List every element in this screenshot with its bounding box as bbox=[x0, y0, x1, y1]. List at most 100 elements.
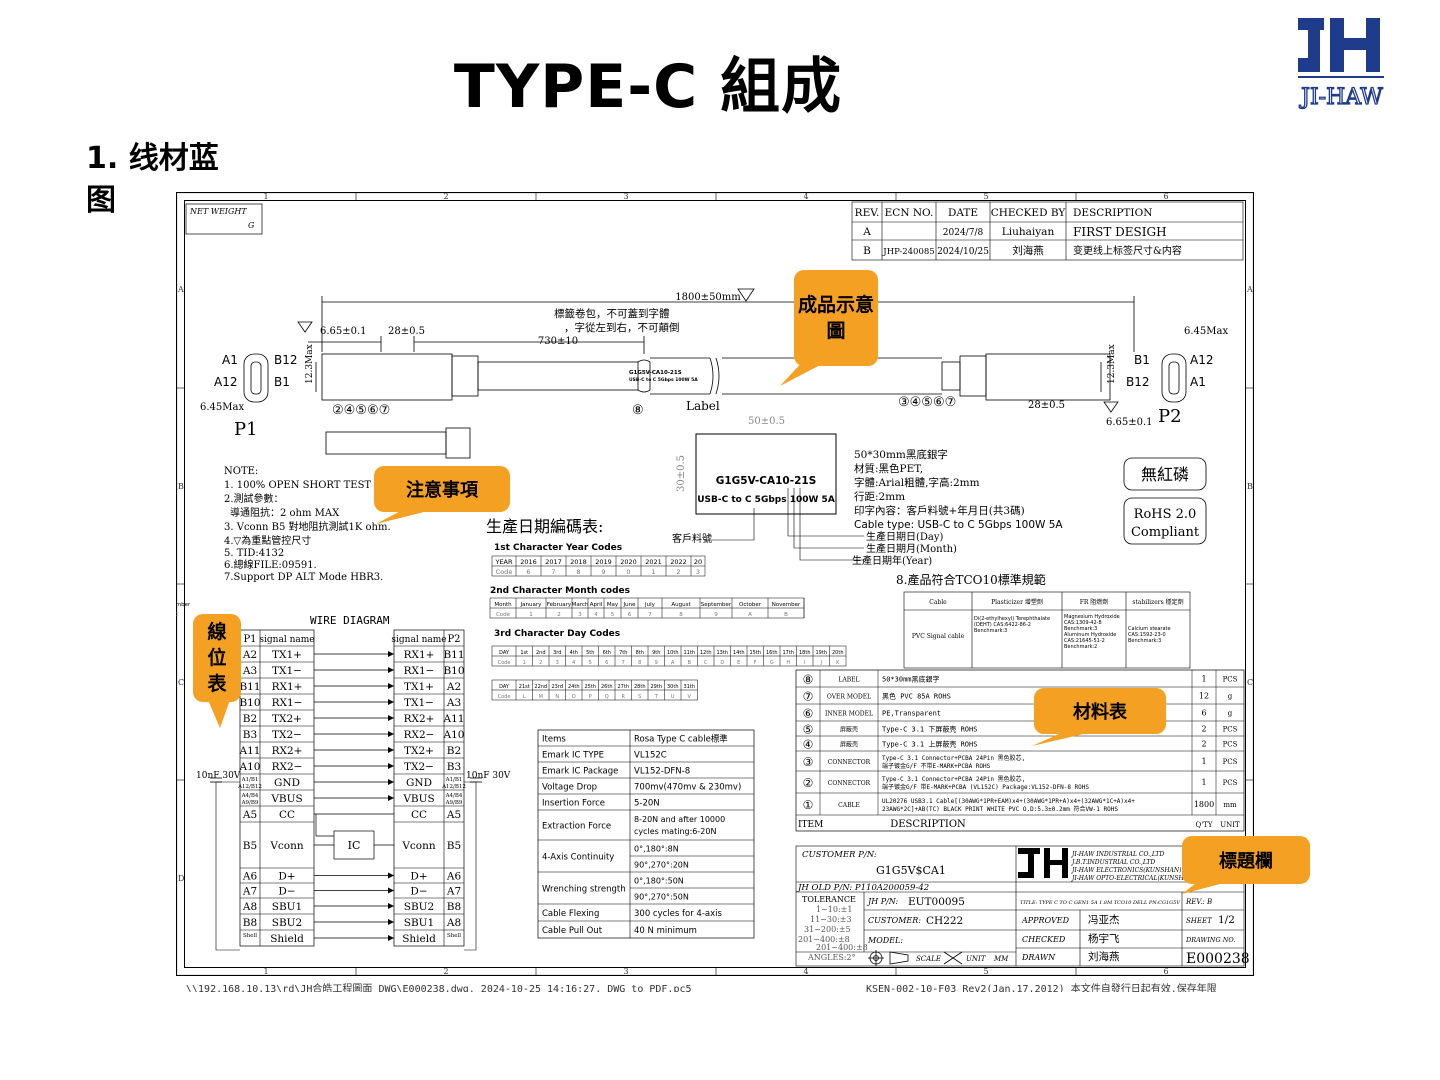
bom-desc: Type-C 3.1 Connector+PCBA 24Pin 黑色胶芯, bbox=[882, 775, 1025, 783]
tb-company: J.B.T.INDUSTRIAL CO.,LTD bbox=[1070, 859, 1155, 866]
code-cell: 9 bbox=[714, 612, 718, 618]
tb-approved: 冯亚杰 bbox=[1088, 914, 1120, 926]
code-cell: 5th bbox=[586, 650, 594, 656]
bom-unit: g bbox=[1228, 693, 1233, 701]
spec-value: 5-20N bbox=[634, 799, 660, 809]
tb-company-logo bbox=[1018, 848, 1068, 878]
code-cell: Code bbox=[498, 660, 511, 666]
date-code-year: 生產日期年(Year) bbox=[852, 554, 932, 567]
bom-qty: 6 bbox=[1201, 709, 1206, 718]
wire-signal: Vconn bbox=[401, 840, 436, 852]
wire-pin: A3 bbox=[446, 697, 461, 709]
tco-header: Plasticizer 增塑劑 bbox=[991, 598, 1043, 606]
stamp-no-red-phosphorus bbox=[1123, 457, 1207, 491]
bom-qty: 1 bbox=[1201, 757, 1206, 766]
spec-item: Items bbox=[542, 735, 566, 745]
tb-drawn-label: DRAWN bbox=[1021, 953, 1056, 962]
wire-signal: RX2+ bbox=[272, 745, 303, 757]
wire-signal: RX1− bbox=[404, 665, 435, 677]
wire-arrow bbox=[388, 872, 394, 879]
spec-item: Voltage Drop bbox=[542, 783, 597, 793]
capacitor-label: 10nF 30V bbox=[196, 771, 241, 781]
code-cell: YEAR bbox=[494, 558, 513, 566]
label-spec: 字體:Arial粗體,字高:2mm bbox=[854, 476, 980, 489]
wire-arrow bbox=[388, 935, 394, 941]
wire-arrow bbox=[388, 795, 394, 801]
p2-label: P2 bbox=[1158, 406, 1182, 427]
code-cell: B bbox=[688, 660, 692, 666]
wire-signal: RX1+ bbox=[404, 649, 435, 661]
bom-part: CABLE bbox=[838, 802, 860, 809]
note-line: 7.Support DP ALT Mode HBR3. bbox=[224, 572, 383, 583]
spec-value: VL152-DFN-8 bbox=[634, 767, 690, 777]
spec-item: 4-Axis Continuity bbox=[542, 853, 614, 863]
tb-tolerance: 201~400:±8 bbox=[816, 943, 868, 952]
bom-balloon: ⑧ bbox=[803, 673, 814, 687]
spec-item: Extraction Force bbox=[542, 822, 611, 832]
code-cell: 8th bbox=[636, 650, 644, 656]
code-cell: P bbox=[589, 694, 592, 700]
dim-height: 12.3Max bbox=[1107, 344, 1117, 384]
spec-item: Emark IC TYPE bbox=[542, 751, 604, 761]
code-cell: 0 bbox=[626, 568, 630, 576]
tb-rev: REV.: B bbox=[1185, 898, 1212, 906]
code-cell: 3 bbox=[556, 660, 559, 666]
bom-footer: ITEM bbox=[798, 820, 823, 830]
wire-signal: RX2+ bbox=[404, 713, 435, 725]
code-cell: 8 bbox=[576, 568, 580, 576]
wire-pin: A11 bbox=[443, 713, 465, 725]
ic-label: IC bbox=[348, 839, 361, 852]
cable-drawing bbox=[243, 296, 1187, 459]
code-cell: 11th bbox=[684, 650, 696, 656]
wire-arrow bbox=[388, 731, 394, 737]
bom-balloon: ① bbox=[803, 798, 814, 812]
bom-part: CONNECTOR bbox=[828, 759, 871, 766]
code-cell: 29th bbox=[651, 684, 663, 690]
tb-sheet-label: SHEET bbox=[1186, 917, 1213, 925]
label-spec: 50*30mm黑底銀字 bbox=[854, 448, 948, 461]
rev-cell: 2024/10/25 bbox=[937, 247, 989, 257]
code-cell: 24th bbox=[568, 684, 580, 690]
bom-footer: UNIT bbox=[1220, 821, 1240, 829]
bom-unit: PCS bbox=[1223, 758, 1238, 766]
spec-value: 90°,270°:50N bbox=[634, 893, 689, 902]
code-cell: 7th bbox=[619, 650, 627, 656]
wire-signal: RX1+ bbox=[272, 681, 303, 693]
wire-arrow bbox=[388, 699, 394, 705]
code-cell: M bbox=[539, 694, 543, 700]
wire-pin: A7 bbox=[446, 886, 461, 898]
pin-label: A12 bbox=[214, 375, 237, 389]
code-cell: 10th bbox=[667, 650, 679, 656]
wire-arrow bbox=[388, 683, 394, 689]
bom-qty: 1 bbox=[1201, 778, 1206, 787]
capacitor-label: 10nF 30V bbox=[466, 771, 511, 781]
spec-item: Wrenching strength bbox=[542, 885, 626, 895]
rev-header: DATE bbox=[948, 207, 978, 219]
spec-item: Insertion Force bbox=[542, 799, 605, 809]
bom-qty: 1 bbox=[1201, 675, 1206, 684]
grid-number: 4 bbox=[803, 967, 808, 976]
code-cell: 19th bbox=[816, 650, 828, 656]
wire-pin: A8 bbox=[242, 901, 257, 913]
wire-table-left bbox=[239, 629, 315, 947]
note-line: 4.▽為重點管控尺寸 bbox=[224, 534, 311, 547]
dim-label-height: 30±0.5 bbox=[676, 455, 687, 492]
tco-cell: Magnesium Hydroxide CAS:1309-42-8 Benchm… bbox=[1064, 614, 1120, 650]
spec-value: 40 N minimum bbox=[634, 926, 697, 936]
code-cell: 2nd bbox=[536, 650, 546, 656]
page-title: TYPE-C 組成 bbox=[453, 52, 843, 122]
rev-cell: 2024/7/8 bbox=[943, 228, 984, 238]
code-cell: 2 bbox=[676, 568, 680, 576]
rev-cell: A bbox=[862, 226, 871, 238]
callout-material: 材料表 bbox=[1034, 688, 1166, 734]
bom-qty: 1800 bbox=[1194, 800, 1214, 809]
bom-desc: UL20276 USB3.1 Cable[(30AWG*1PR+EAM)x4+(… bbox=[882, 798, 1135, 805]
pin-label: B12 bbox=[274, 353, 298, 367]
date-code-day: 生產日期日(Day) bbox=[866, 530, 944, 543]
code-cell: July bbox=[644, 602, 656, 608]
code-cell: 16th bbox=[766, 650, 778, 656]
bom-desc: Type-C 3.1 上屏蔽壳 ROHS bbox=[882, 740, 977, 749]
code-cell: 5 bbox=[589, 660, 592, 666]
grid-number: 5 bbox=[983, 967, 988, 976]
date-code-title: 生產日期編碼表: bbox=[486, 517, 603, 536]
